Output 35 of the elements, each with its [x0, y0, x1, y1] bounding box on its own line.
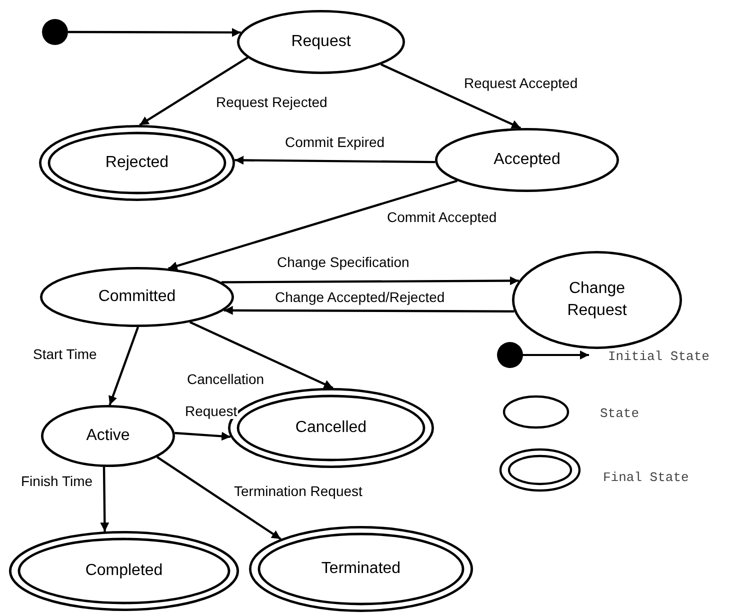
transition-arrow [108, 326, 140, 406]
edge-label: Change Specification [276, 255, 410, 270]
edge-label: Change Accepted/Rejected [274, 290, 446, 306]
edge-label: Start Time [32, 347, 98, 362]
edge-label: Commit Expired [284, 135, 386, 150]
legend-text: State [600, 406, 640, 421]
state-name: Terminated [321, 559, 401, 580]
state-name: Rejected [105, 153, 169, 174]
edge-label: Cancellation [186, 372, 266, 388]
legend-text: Final State [603, 470, 689, 485]
edge-label: Termination Request [233, 484, 364, 500]
state-name: Completed [85, 561, 163, 582]
state-name: Committed [98, 287, 176, 308]
edge-label: Request Accepted [463, 76, 579, 92]
state-name: Accepted [494, 150, 560, 170]
transition-arrow [221, 276, 519, 286]
transition-arrow [224, 306, 514, 315]
state-name: Cancelled [295, 418, 367, 438]
transition-arrow [380, 63, 522, 130]
transition-arrow [68, 28, 241, 37]
transition-arrow [174, 432, 231, 441]
edge-label: Finish Time [20, 474, 94, 490]
transition-arrow [168, 180, 458, 270]
transition-arrow [234, 156, 436, 165]
edge-label: Request Rejected [215, 95, 328, 110]
edge-label: Commit Accepted [386, 210, 498, 226]
edge-label: Request [184, 404, 238, 420]
transition-arrow [100, 466, 110, 532]
state-name: Active [86, 426, 130, 446]
state-name: Change Request [566, 279, 628, 321]
transition-arrow [139, 56, 248, 126]
transition-arrow [189, 321, 334, 389]
legend-text: Initial State [608, 349, 710, 364]
transition-arrow [156, 456, 282, 540]
state-name: Request [291, 32, 351, 52]
